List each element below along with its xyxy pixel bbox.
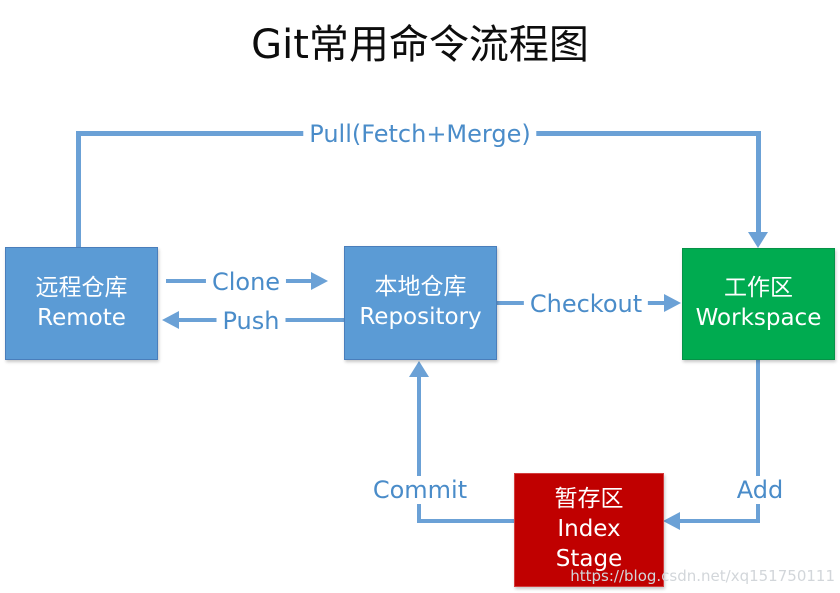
- push-arrowhead-icon: [162, 311, 179, 329]
- add-label: Add: [730, 476, 790, 504]
- node-index-label-zh: 暂存区: [554, 486, 624, 513]
- node-workspace: 工作区 Workspace: [682, 248, 835, 360]
- push-label: Push: [216, 307, 286, 335]
- node-index-stage: 暂存区 Index Stage: [514, 473, 664, 587]
- node-repository-label-en: Repository: [359, 304, 482, 330]
- commit-line-horizontal: [417, 519, 514, 523]
- pull-label: Pull(Fetch+Merge): [303, 120, 537, 148]
- add-line-horizontal: [680, 519, 758, 523]
- node-repository: 本地仓库 Repository: [344, 246, 497, 360]
- node-index-label-en: Index: [557, 516, 621, 543]
- commit-arrowhead-icon: [409, 361, 429, 377]
- node-index-label-en2: Stage: [555, 545, 623, 572]
- node-workspace-label-en: Workspace: [695, 305, 822, 331]
- pull-line-left-vertical: [76, 131, 81, 248]
- commit-label: Commit: [366, 476, 474, 504]
- pull-arrowhead-icon: [748, 232, 768, 248]
- checkout-label: Checkout: [523, 290, 649, 318]
- clone-label: Clone: [205, 268, 287, 296]
- node-repository-label-zh: 本地仓库: [374, 274, 467, 301]
- checkout-arrowhead-icon: [664, 294, 681, 312]
- node-remote-label-zh: 远程仓库: [35, 274, 128, 301]
- add-arrowhead-icon: [663, 512, 680, 530]
- watermark: https://blog.csdn.net/xq151750111: [570, 567, 835, 585]
- node-remote-label-en: Remote: [37, 304, 126, 331]
- clone-arrowhead-icon: [311, 272, 328, 290]
- add-line-vertical: [756, 358, 760, 523]
- commit-line-vertical: [417, 377, 421, 523]
- pull-line-right-vertical: [756, 131, 761, 233]
- page-title: Git常用命令流程图: [251, 22, 589, 68]
- node-remote: 远程仓库 Remote: [5, 247, 158, 360]
- node-workspace-label-zh: 工作区: [724, 275, 793, 302]
